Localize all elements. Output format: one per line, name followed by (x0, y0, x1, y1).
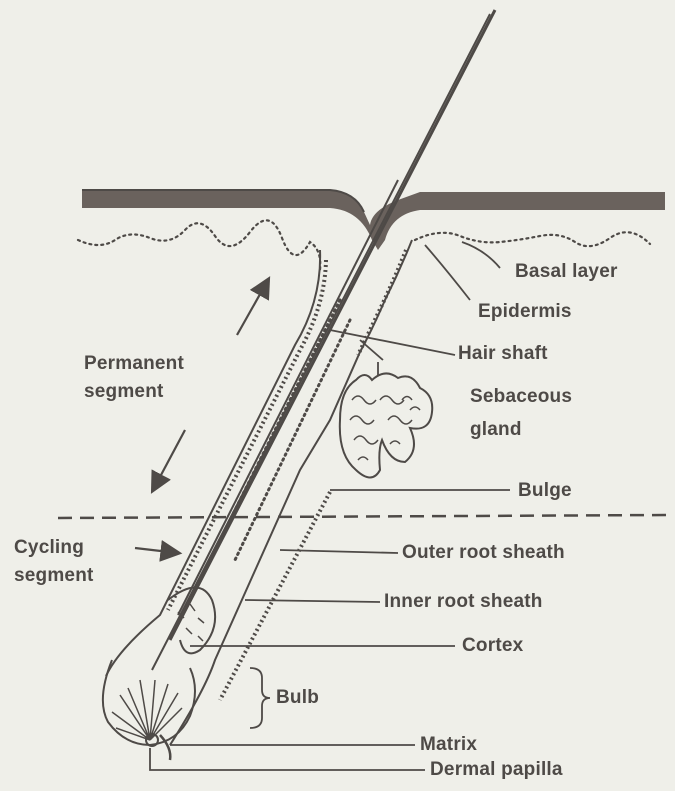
bulb-bracket (250, 668, 270, 728)
permanent-segment-arrows (153, 280, 268, 490)
leader-hair-shaft (330, 330, 455, 355)
label-bulb: Bulb (276, 688, 319, 708)
leader-outer-root-sheath (280, 550, 398, 553)
label-basal-layer: Basal layer (515, 262, 618, 282)
segment-boundary-line (58, 515, 668, 518)
label-epidermis: Epidermis (478, 302, 572, 322)
label-permanent-segment-line1: Permanent (84, 354, 184, 374)
label-cycling-segment-line1: Cycling (14, 538, 84, 558)
label-dermal-papilla: Dermal papilla (430, 760, 563, 780)
label-cortex: Cortex (462, 636, 523, 656)
leader-dermal-papilla (150, 748, 425, 770)
leader-basal-layer (462, 242, 500, 268)
label-sebaceous-gland-line1: Sebaceous (470, 387, 572, 407)
label-sebaceous-gland-line2: gland (470, 420, 522, 440)
leader-inner-root-sheath (245, 600, 380, 602)
label-inner-root-sheath: Inner root sheath (384, 592, 543, 612)
sebaceous-gland-shape (340, 373, 432, 477)
cycling-segment-arrow (135, 548, 178, 553)
label-permanent-segment-line2: segment (84, 382, 164, 402)
label-bulge: Bulge (518, 481, 572, 501)
label-outer-root-sheath: Outer root sheath (402, 543, 565, 563)
label-cycling-segment-line2: segment (14, 566, 94, 586)
leader-sebaceous-duct (360, 340, 383, 360)
label-hair-shaft: Hair shaft (458, 344, 548, 364)
label-matrix: Matrix (420, 735, 477, 755)
outer-root-sheath-right (170, 240, 412, 745)
outer-root-sheath-left (106, 250, 326, 676)
leader-epidermis (425, 245, 470, 300)
hair-bulb (103, 588, 215, 761)
